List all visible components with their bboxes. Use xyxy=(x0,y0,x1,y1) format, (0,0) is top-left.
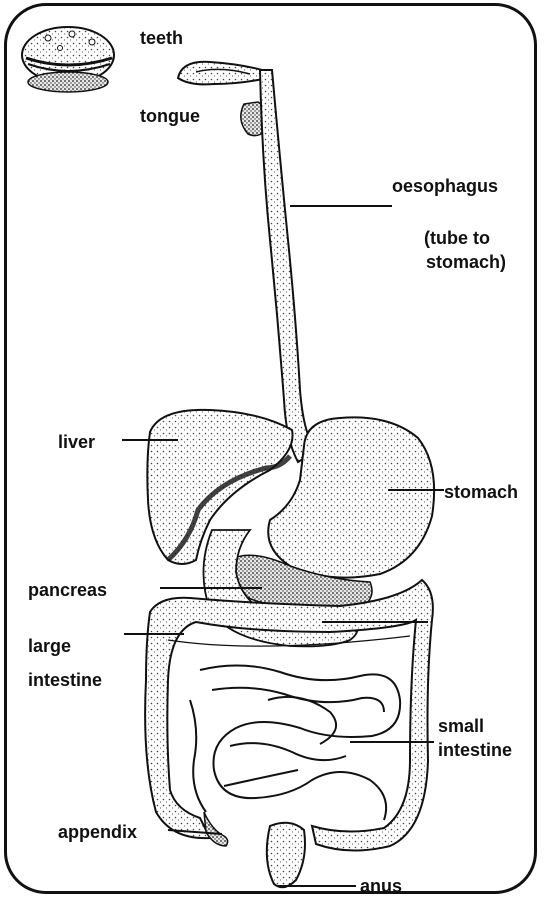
label-liver: liver xyxy=(58,432,95,452)
label-oesophagus-note-line1: (tube to xyxy=(424,228,490,248)
label-pancreas: pancreas xyxy=(28,580,107,600)
large-intestine-drawing xyxy=(145,580,433,851)
label-appendix: appendix xyxy=(58,822,137,842)
teeth-drawing xyxy=(22,27,114,92)
label-large-intestine-line1: large xyxy=(28,636,71,656)
oesophagus-drawing xyxy=(260,70,318,462)
label-oesophagus-note-line2: stomach) xyxy=(426,252,506,272)
label-tongue: tongue xyxy=(140,106,200,126)
label-anus: anus xyxy=(360,876,402,896)
label-stomach: stomach xyxy=(444,482,518,502)
label-small-intestine-line1: small xyxy=(438,716,484,736)
rectum-drawing xyxy=(267,823,305,887)
label-large-intestine-line2: intestine xyxy=(28,670,102,690)
label-oesophagus: oesophagus xyxy=(392,176,498,196)
label-teeth: teeth xyxy=(140,28,183,48)
label-small-intestine-line2: intestine xyxy=(438,740,512,760)
appendix-drawing xyxy=(204,812,228,846)
